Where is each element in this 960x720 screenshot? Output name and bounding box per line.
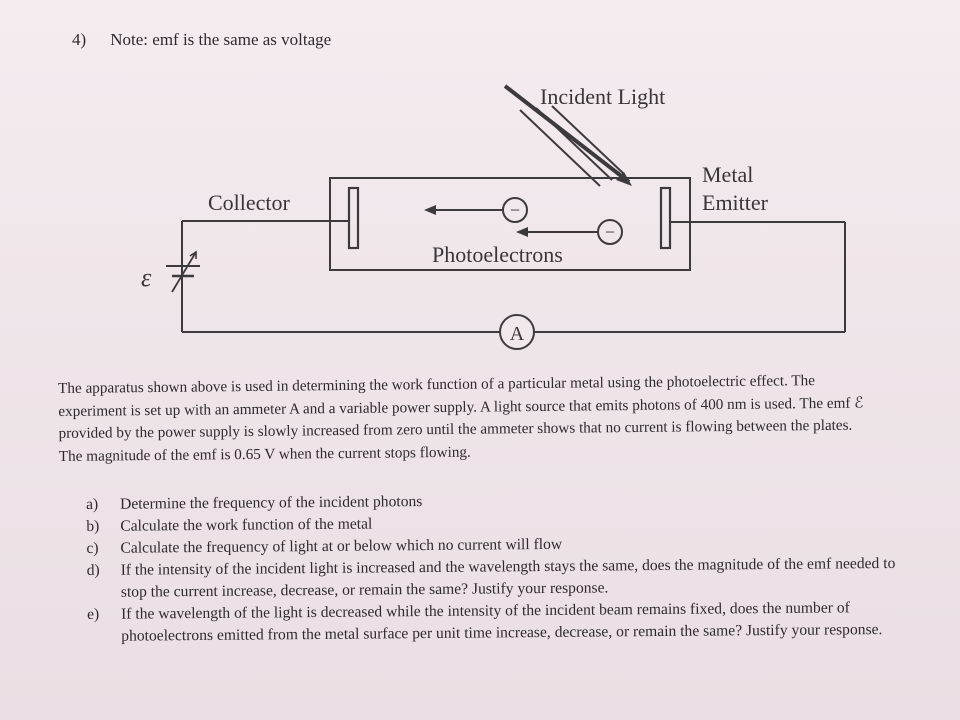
photoelectrons-label: Photoelectrons (432, 242, 563, 267)
photoelectron-lower (516, 219, 623, 245)
question-marker: d) (86, 561, 100, 579)
question-marker: c) (86, 539, 99, 557)
problem-number: 4) (72, 30, 87, 49)
photoelectron-upper (424, 197, 528, 223)
metal-label: Metal (702, 162, 753, 187)
electron-sign-upper: − (510, 200, 520, 220)
incident-light-label: Incident Light (540, 84, 665, 109)
collector-plate (347, 186, 360, 250)
emitter-label: Emitter (702, 190, 769, 215)
question-marker: a) (86, 495, 99, 513)
question-marker: e) (86, 605, 100, 623)
collector-label: Collector (208, 190, 291, 215)
question-marker: b) (86, 517, 100, 535)
problem-heading: 4) Note: emf is the same as voltage (72, 30, 331, 50)
question-item: e) If the wavelength of the light is dec… (87, 597, 907, 648)
question-item: d) If the intensity of the incident ligh… (87, 553, 907, 604)
problem-description: The apparatus shown above is used in det… (58, 369, 879, 468)
question-list: a) Determine the frequency of the incide… (86, 487, 907, 648)
incident-light-rays (503, 84, 632, 187)
emf-symbol: ε (141, 263, 152, 292)
vacuum-tube (329, 177, 691, 271)
question-text: If the intensity of the incident light i… (120, 554, 896, 601)
photoelectric-apparatus-diagram: ε A Incident Light − − Collector Metal (141, 84, 846, 350)
ammeter-label: A (510, 323, 525, 345)
ammeter (499, 314, 535, 350)
electron-sign-lower: − (605, 222, 615, 242)
variable-power-supply (166, 250, 200, 293)
emitter-plate (659, 186, 672, 250)
description-text: The apparatus shown above is used in det… (58, 372, 864, 465)
question-text: If the wavelength of the light is decrea… (120, 599, 883, 645)
problem-note: Note: emf is the same as voltage (110, 30, 332, 49)
